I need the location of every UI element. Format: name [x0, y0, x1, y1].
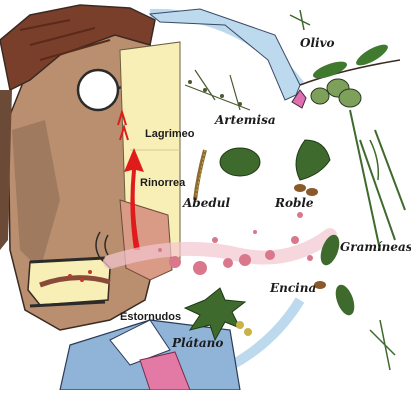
label-runny-nose: Rinorrea	[140, 177, 185, 189]
label-mugwort: Artemisa	[215, 113, 276, 127]
label-plane-tree: Plátano	[172, 336, 223, 350]
label-birch: Abedul	[183, 196, 230, 210]
mouth-cross-section	[28, 258, 110, 306]
label-olive: Olivo	[300, 36, 335, 50]
label-oak: Roble	[275, 196, 314, 210]
label-tearing: Lagrimeo	[145, 128, 195, 140]
label-sneezing: Estornudos	[120, 311, 181, 323]
label-holm-oak: Encina	[270, 281, 316, 295]
label-grasses: Gramíneas	[340, 240, 411, 254]
